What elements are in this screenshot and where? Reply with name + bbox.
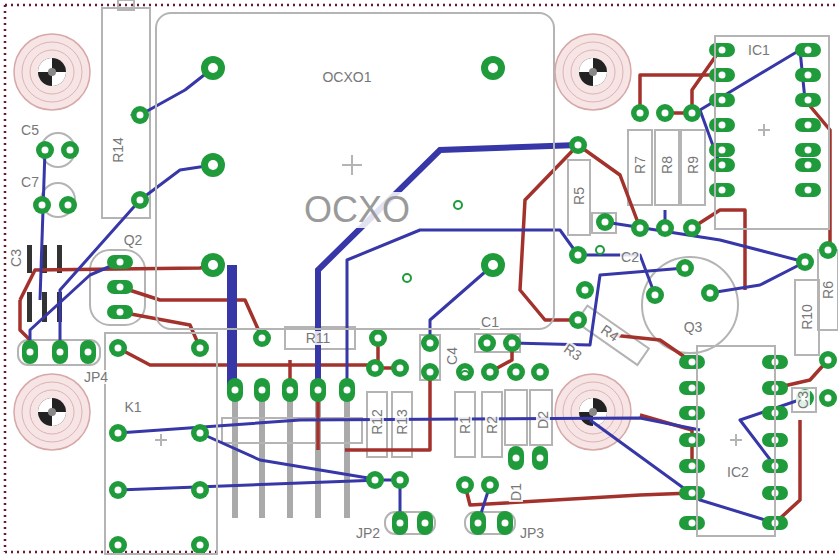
part-name: R11 xyxy=(305,331,332,345)
part-value: OCXO xyxy=(303,192,411,228)
part-name: R1 xyxy=(458,415,472,435)
part-name: C1 xyxy=(480,315,500,329)
part-name: D1 xyxy=(509,482,523,502)
part-name: R8 xyxy=(660,155,674,175)
part-name: R12 xyxy=(370,408,384,436)
part-name: R5 xyxy=(572,186,586,206)
part-name: R14 xyxy=(111,136,125,164)
part-name: C5 xyxy=(20,123,40,137)
relay-outline: K1 xyxy=(104,332,218,555)
part-name: C3 xyxy=(9,248,23,268)
part-name: C7 xyxy=(20,175,40,189)
ic-outline: IC1 xyxy=(714,35,830,230)
part-name: K1 xyxy=(123,400,142,414)
part-name: IC1 xyxy=(747,43,771,57)
part-name: C3 xyxy=(796,390,810,410)
part-name: R10 xyxy=(800,303,814,331)
part-name: Q3 xyxy=(683,320,704,334)
part-name: C4 xyxy=(445,346,459,366)
part-name: R6 xyxy=(821,280,835,300)
part-name: C2 xyxy=(620,250,640,264)
part-name: Q2 xyxy=(123,233,144,247)
part-name: JP4 xyxy=(83,370,109,384)
part-name: JP2 xyxy=(355,526,381,540)
part-name: R7 xyxy=(633,155,647,175)
ic-outline: IC2 xyxy=(696,345,776,537)
part-name: OCXO1 xyxy=(321,70,372,84)
part-name: R9 xyxy=(686,155,700,175)
oscillator-outline: OCXO1OCXO xyxy=(155,12,555,330)
part-name: R13 xyxy=(395,408,409,436)
part-name: R2 xyxy=(485,415,499,435)
part-name: D2 xyxy=(536,410,550,430)
part-name: JP3 xyxy=(519,526,545,540)
part-name: IC2 xyxy=(726,465,750,479)
